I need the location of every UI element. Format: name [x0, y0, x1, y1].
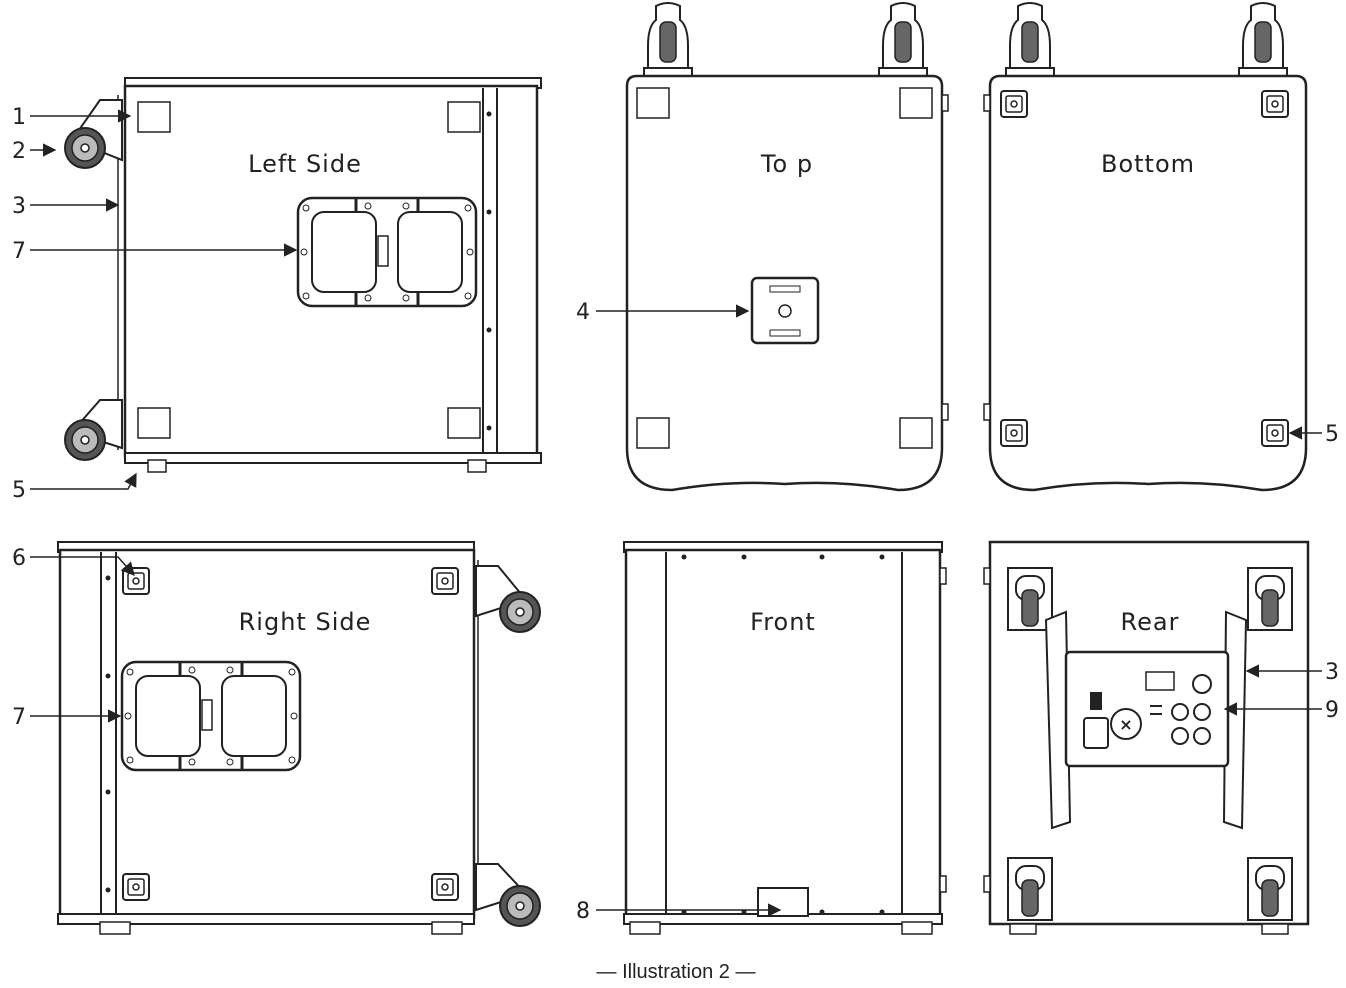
- callout-3: 3: [12, 194, 26, 219]
- callout-5-bottom: 5: [1325, 422, 1339, 447]
- callout-3-rear: 3: [1325, 660, 1339, 685]
- rear-view: × Rear: [983, 540, 1310, 935]
- callout-7-right: 7: [12, 705, 26, 730]
- top-title: To p: [760, 150, 813, 178]
- left-side-title: Left Side: [248, 150, 362, 178]
- rear-title: Rear: [1121, 608, 1180, 636]
- front-view: Front: [623, 541, 947, 935]
- bottom-view: Bottom: [983, 2, 1308, 492]
- right-side-view: Right Side: [57, 541, 541, 935]
- illustration-caption: — Illustration 2 —: [597, 961, 756, 983]
- callout-6: 6: [12, 546, 26, 571]
- svg-text:×: ×: [1119, 715, 1132, 734]
- callout-2: 2: [12, 139, 26, 164]
- left-side-view: Left Side: [64, 77, 542, 473]
- callout-arrows: [30, 109, 1322, 917]
- callout-4: 4: [576, 300, 590, 325]
- callout-labels: 1 2 3 7 4 5 5 6 7 8 3 9: [12, 105, 1339, 924]
- callout-8: 8: [576, 899, 590, 924]
- callout-9: 9: [1325, 698, 1339, 723]
- callout-5: 5: [12, 478, 26, 503]
- callout-7: 7: [12, 239, 26, 264]
- top-view: To p: [625, 2, 949, 492]
- callout-1: 1: [12, 105, 26, 130]
- right-side-title: Right Side: [239, 608, 372, 636]
- front-title: Front: [750, 608, 816, 636]
- bottom-title: Bottom: [1101, 150, 1195, 178]
